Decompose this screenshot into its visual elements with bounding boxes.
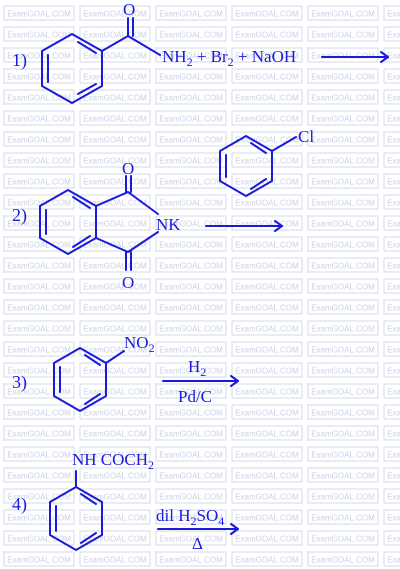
acetanilide-ring (49, 470, 103, 551)
carbonyl-oxygen: O (123, 0, 135, 19)
reaction-4: 4) NH COCH2 dil H2SO4 Δ (12, 450, 239, 553)
arrow-4-reagent: dil H2SO4 (156, 506, 224, 528)
potassium-imide-label: NK (156, 215, 181, 234)
nitrobenzene-ring (53, 347, 125, 412)
arrow-3-reagent: H2 (188, 357, 206, 379)
question-number-1: 1) (12, 50, 27, 71)
acetamido-group: NH COCH2 (72, 450, 154, 472)
reaction-1: 1) O NH2 + Br2 + NaOH (12, 0, 389, 104)
imide-ring: O O NK (95, 159, 181, 292)
carbonyl-oxygen-bottom: O (122, 273, 134, 292)
question-number-4: 4) (12, 494, 27, 515)
reaction-3: 3) NO2 H2 Pd/C (12, 333, 239, 412)
arrow-4 (157, 523, 239, 535)
acyl-group: O (101, 0, 161, 56)
chlorobenzene: Cl (219, 127, 314, 197)
arrow-4-heat: Δ (192, 534, 203, 553)
reaction-2: 2) O O NK (12, 127, 314, 292)
benzene-ring-1 (41, 33, 103, 104)
phthalimide-benzene-ring (39, 189, 97, 255)
question-number-2: 2) (12, 205, 27, 226)
chloro-label: Cl (298, 127, 314, 146)
arrow-3-catalyst: Pd/C (178, 387, 212, 406)
arrow-2 (205, 220, 283, 232)
arrow-1 (321, 51, 389, 63)
carbonyl-oxygen-top: O (122, 159, 134, 178)
question-number-3: 3) (12, 372, 27, 393)
arrow-3 (162, 375, 239, 387)
nitro-group: NO2 (124, 333, 155, 355)
reagents-1: NH2 + Br2 + NaOH (162, 47, 296, 69)
